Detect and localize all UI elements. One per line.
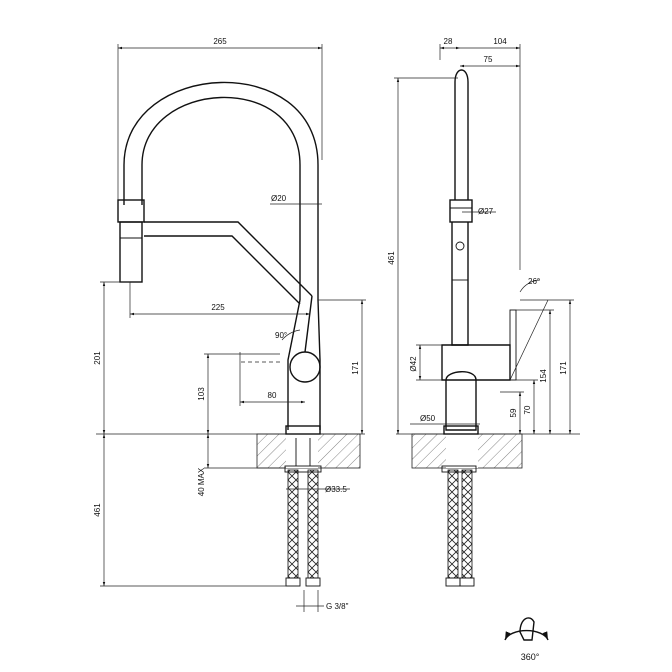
dim-head-diameter: Ø27 xyxy=(478,207,494,216)
spray-head-collar xyxy=(117,199,145,223)
spout-arc-inner xyxy=(141,96,301,300)
rotation-360-icon: 360° xyxy=(504,617,549,662)
dim-height-154: 154 xyxy=(539,369,548,383)
dim-tube-diameter: Ø20 xyxy=(271,194,287,203)
spout-arc-outer xyxy=(123,81,319,300)
dim-deck-thickness: 40 MAX xyxy=(197,467,206,496)
side-body xyxy=(441,344,511,381)
dim-handle-height: 103 xyxy=(197,387,206,401)
dim-top-offset: 28 xyxy=(444,37,453,46)
side-view: 28 104 75 461 Ø27 26° 154 171 Ø42 70 59 xyxy=(387,37,580,587)
side-hose-right xyxy=(461,469,473,579)
dim-hose-length: 461 xyxy=(93,503,102,517)
hose-right xyxy=(307,469,319,579)
side-spout-tube xyxy=(454,69,469,200)
spray-head xyxy=(119,221,143,283)
front-view: 265 Ø20 225 90° 80 103 201 171 461 xyxy=(93,37,366,612)
dim-outlet-height: 201 xyxy=(93,351,102,365)
dim-overall-height: 461 xyxy=(387,251,396,265)
hose-left xyxy=(287,469,299,579)
dim-height-59: 59 xyxy=(509,408,518,417)
dim-overall-width: 265 xyxy=(213,37,227,46)
dim-body-height: 171 xyxy=(351,361,360,375)
side-spray-head xyxy=(451,222,469,346)
rotation-label: 360° xyxy=(521,652,540,662)
dim-height-171: 171 xyxy=(559,361,568,375)
dim-depth-total: 104 xyxy=(493,37,507,46)
dim-base-diameter: Ø50 xyxy=(420,414,436,423)
dim-spout-reach: 225 xyxy=(211,303,225,312)
handle-lever xyxy=(304,295,313,353)
dim-hole-diameter: Ø33.5 xyxy=(325,485,347,494)
dim-connection: G 3/8" xyxy=(326,602,349,611)
handle-knob xyxy=(289,351,321,383)
dim-handle-angle: 90° xyxy=(275,331,287,340)
dim-body-diameter: Ø42 xyxy=(409,356,418,372)
dim-height-70: 70 xyxy=(523,405,532,414)
dim-depth-spout: 75 xyxy=(484,55,493,64)
dim-tilt-angle: 26° xyxy=(528,277,540,286)
dim-handle-reach: 80 xyxy=(268,391,277,400)
side-hose-left xyxy=(447,469,459,579)
